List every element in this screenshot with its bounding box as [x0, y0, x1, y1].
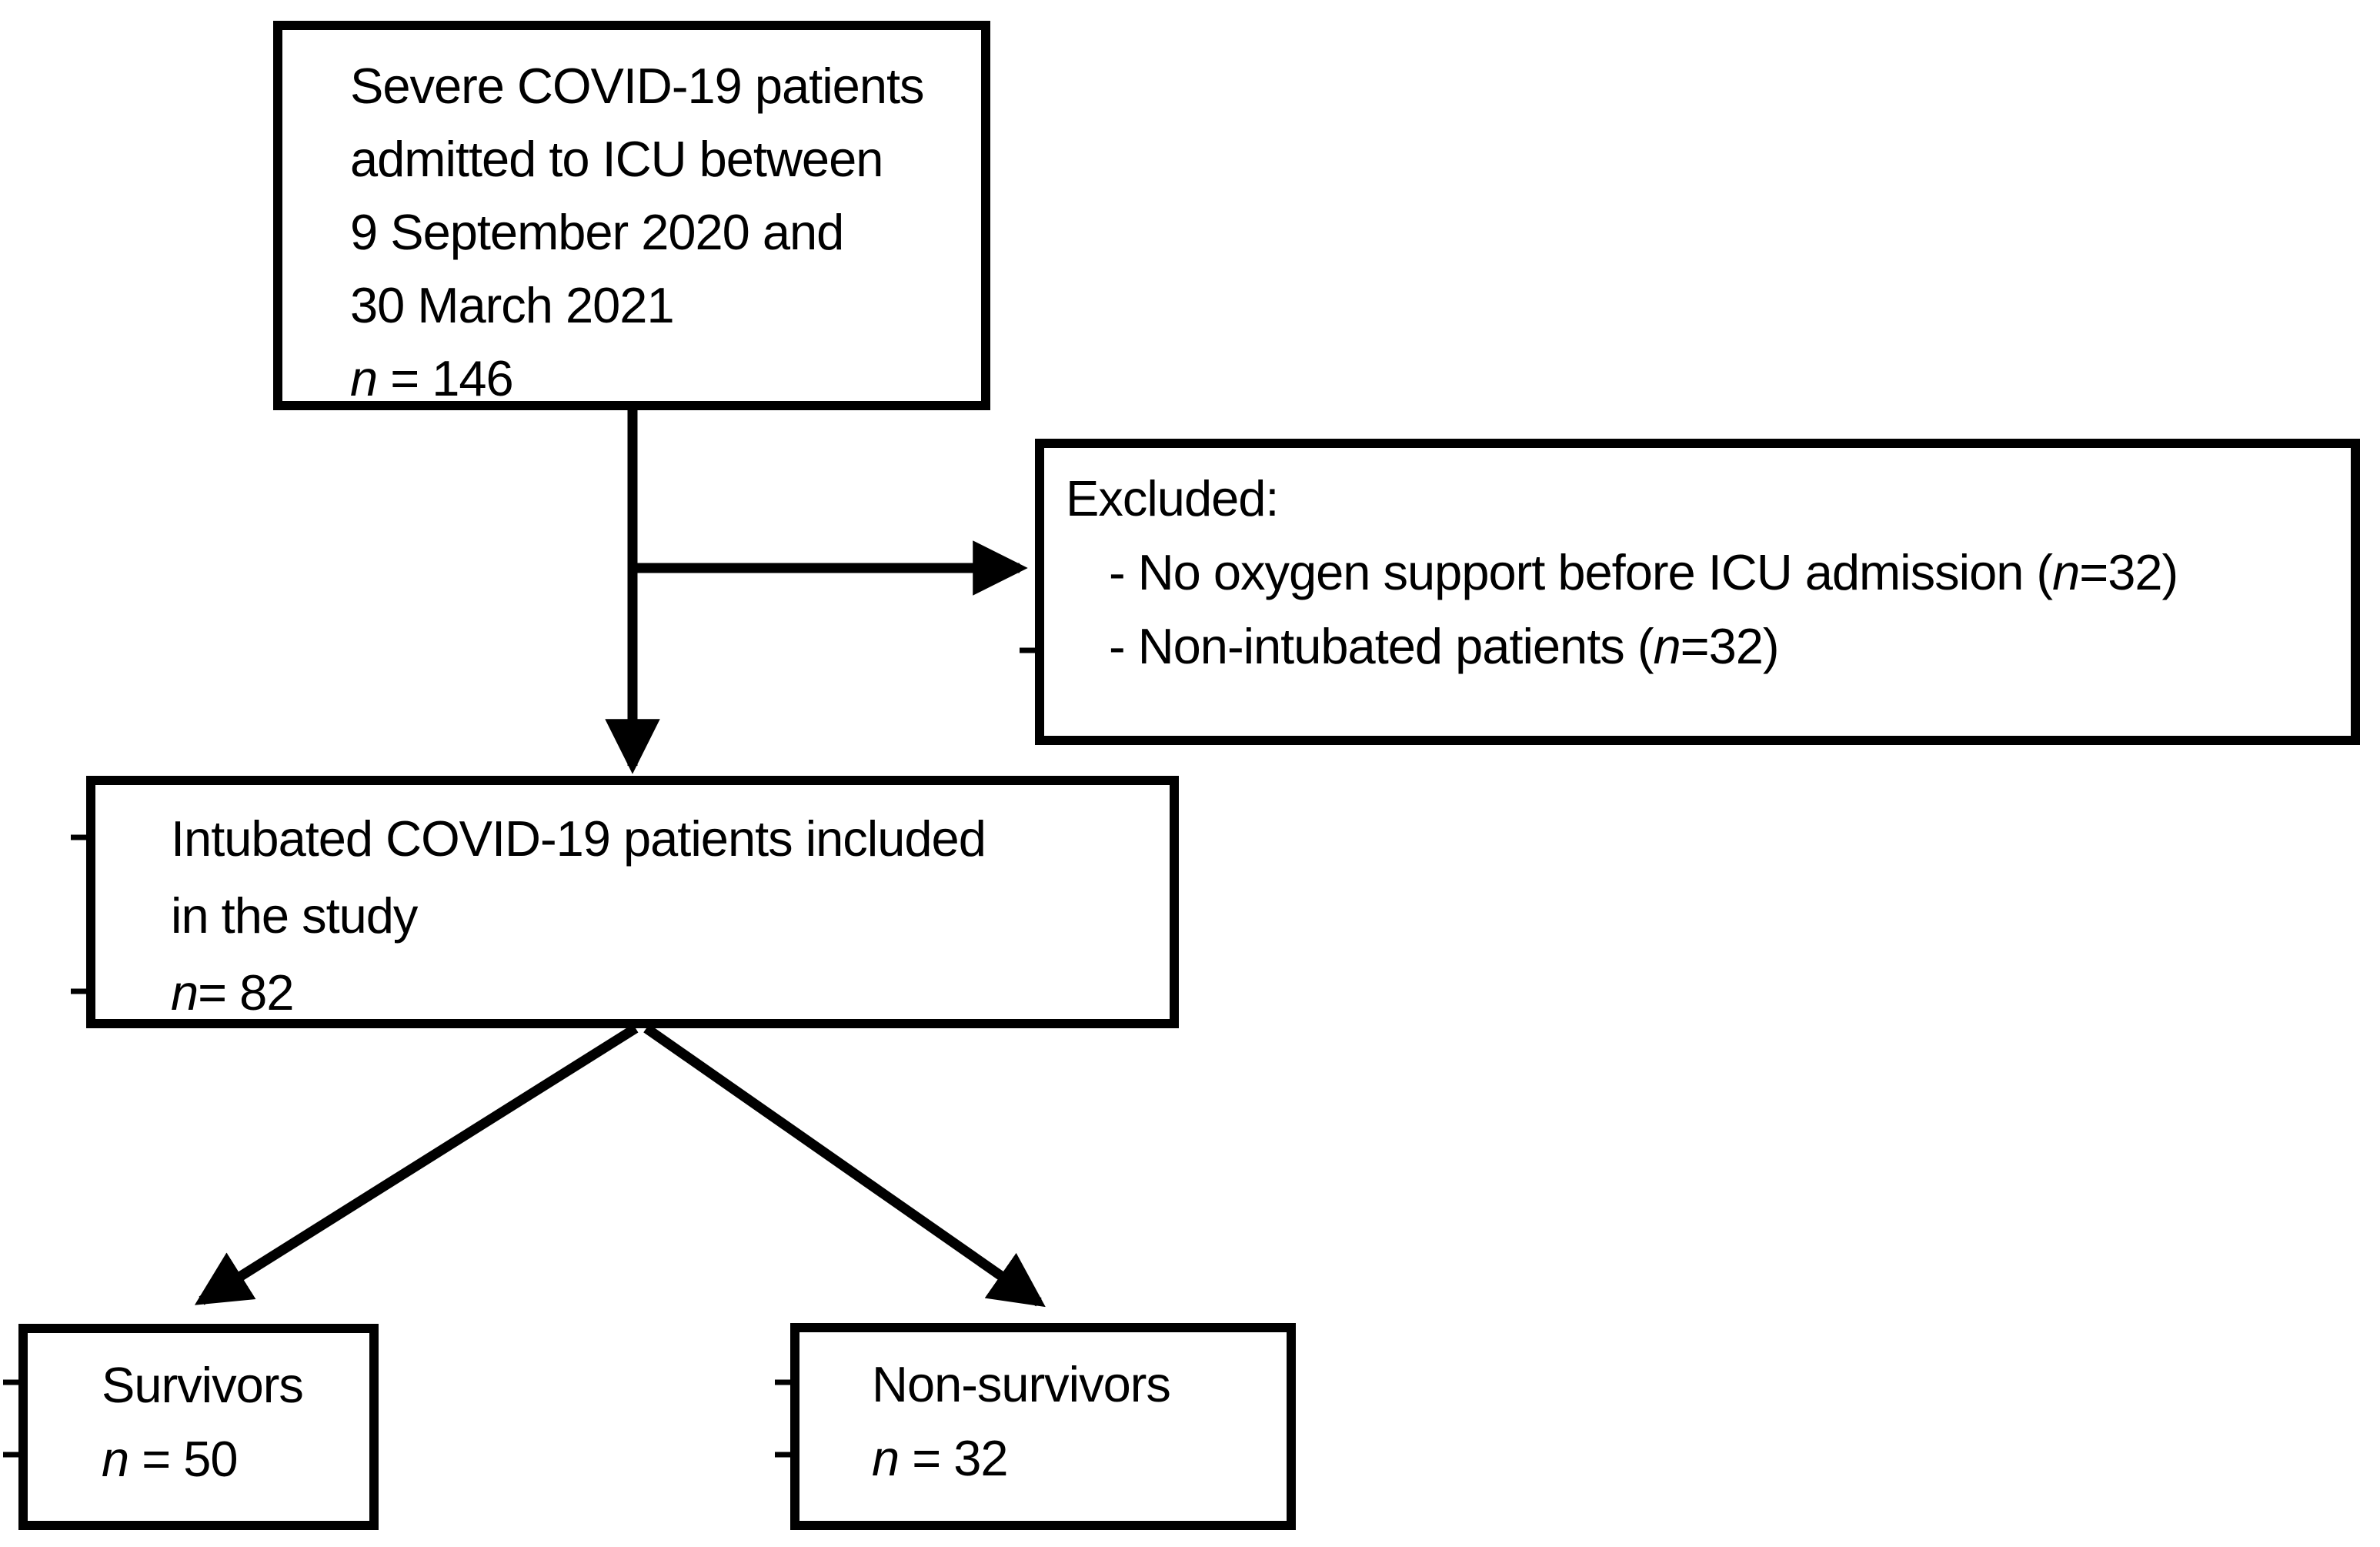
- box-count-line: n = 32: [872, 1422, 1279, 1495]
- box-eligible-patients: Severe COVID-19 patients admitted to ICU…: [273, 21, 990, 410]
- n-variable: n: [2052, 544, 2080, 600]
- box-text-line: Severe COVID-19 patients: [350, 58, 925, 114]
- n-value: = 82: [198, 964, 294, 1021]
- box-text-line: Non-survivors: [872, 1356, 1171, 1412]
- box-text-line: Intubated COVID-19 patients included: [171, 810, 986, 867]
- n-variable: n: [872, 1430, 900, 1486]
- box-count-line: n = 50: [102, 1422, 362, 1496]
- box-count-line: n = 146: [350, 342, 973, 415]
- arrow-included-to-non-survivors: [643, 1024, 1046, 1308]
- arrow-included-to-survivors: [194, 1024, 639, 1305]
- n-variable: n: [102, 1431, 129, 1487]
- n-value: = 32: [899, 1430, 1008, 1486]
- n-variable: n: [350, 350, 378, 406]
- box-text-line: in the study: [171, 887, 418, 944]
- item-text: =32): [2079, 544, 2178, 600]
- item-text: - Non-intubated patients (: [1109, 618, 1654, 674]
- box-text-line: Survivors: [102, 1357, 304, 1413]
- box-text-line: 9 September 2020 and: [350, 204, 844, 260]
- box-non-survivors: Non-survivors n = 32: [790, 1323, 1296, 1530]
- box-count-line: n= 82: [171, 954, 1162, 1031]
- n-value: = 146: [377, 350, 513, 406]
- box-included-patients: Intubated COVID-19 patients included in …: [86, 776, 1179, 1028]
- excluded-item: - No oxygen support before ICU admission…: [1109, 536, 2343, 610]
- excluded-item: - Non-intubated patients (n=32): [1109, 610, 2343, 683]
- item-text: - No oxygen support before ICU admission…: [1109, 544, 2053, 600]
- excluded-title: Excluded:: [1066, 470, 1279, 526]
- box-excluded: Excluded: - No oxygen support before ICU…: [1035, 439, 2360, 745]
- box-text-line: admitted to ICU between: [350, 131, 883, 187]
- n-value: = 50: [129, 1431, 238, 1487]
- box-text-line: 30 March 2021: [350, 277, 675, 333]
- n-variable: n: [171, 964, 199, 1021]
- n-variable: n: [1653, 618, 1681, 674]
- box-survivors: Survivors n = 50: [18, 1324, 379, 1530]
- item-text: =32): [1680, 618, 1780, 674]
